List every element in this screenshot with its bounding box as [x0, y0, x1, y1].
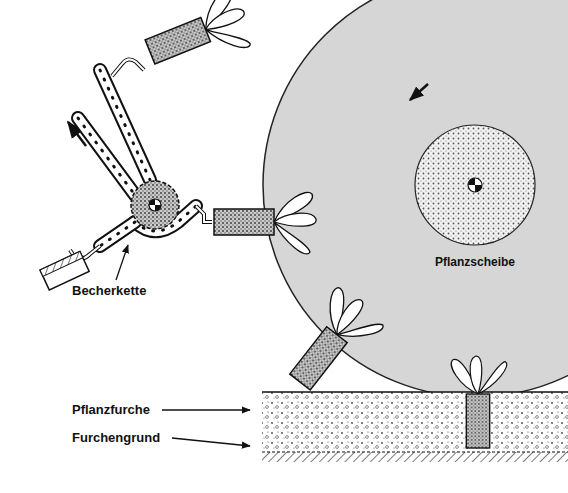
part-label: Furchengrund — [72, 430, 160, 445]
leader-arrow — [172, 438, 250, 446]
disc-label: Pflanzscheibe — [435, 255, 515, 269]
leader-arrow — [162, 409, 250, 410]
leader-arrow — [116, 245, 128, 280]
part-label: Pflanzfurche — [72, 402, 150, 417]
plant-pot — [139, 0, 257, 82]
planting-disc: Pflanzscheibe — [262, 0, 568, 398]
part-label: Becherkette — [72, 283, 146, 298]
disc-outline — [262, 0, 568, 398]
planting-furrow — [262, 392, 568, 462]
cup-holder — [70, 59, 212, 258]
bucket-chain — [78, 70, 196, 246]
motion-arrow — [68, 122, 86, 146]
